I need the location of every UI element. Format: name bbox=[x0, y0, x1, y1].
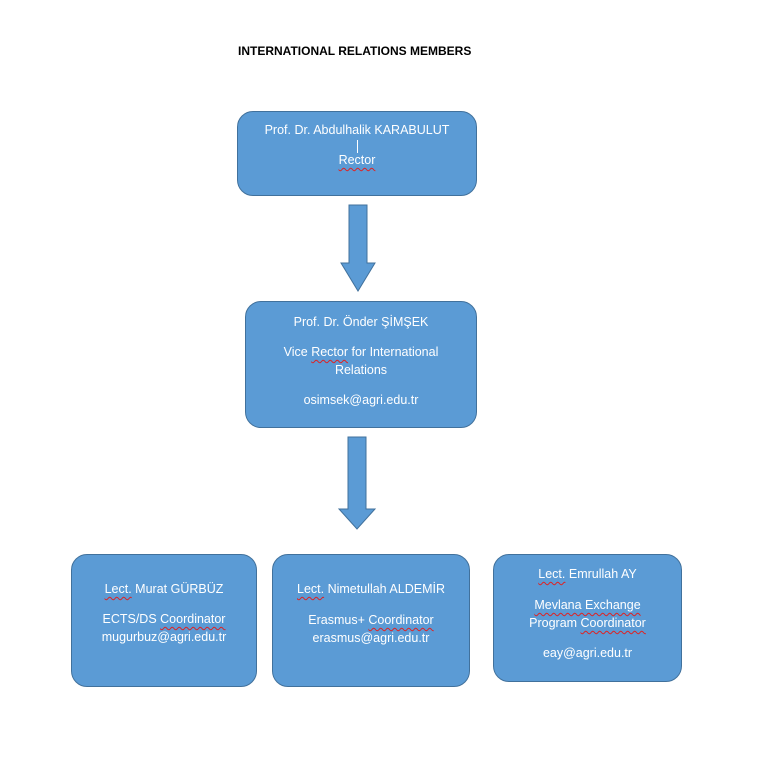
coordinator-title: Lect. bbox=[297, 582, 325, 596]
page-title: INTERNATIONAL RELATIONS MEMBERS bbox=[238, 44, 472, 58]
vice-rector-role-line2: Relations bbox=[334, 363, 388, 377]
coordinator-box-mevlana: Lect. Emrullah AY Mevlana Exchange Progr… bbox=[493, 554, 682, 682]
coordinator-role: Coordinator bbox=[580, 616, 646, 630]
coordinator-email: erasmus@agri.edu.tr bbox=[312, 631, 430, 645]
coordinator-title: Lect. bbox=[538, 567, 566, 581]
coordinator-name: Murat GÜRBÜZ bbox=[131, 582, 224, 596]
vice-rector-email: osimsek@agri.edu.tr bbox=[303, 393, 419, 407]
coordinator-box-erasmus: Lect. Nimetullah ALDEMİR Erasmus+ Coordi… bbox=[272, 554, 470, 687]
vice-rector-role-main: Rector bbox=[311, 345, 349, 359]
coordinator-title: Lect. bbox=[104, 582, 132, 596]
coordinator-email: mugurbuz@agri.edu.tr bbox=[101, 630, 227, 644]
vice-rector-box: Prof. Dr. Önder ŞİMŞEK Vice Rector for I… bbox=[245, 301, 477, 428]
coordinator-name: Emrullah AY bbox=[565, 567, 637, 581]
down-arrow-icon bbox=[337, 436, 377, 530]
text-cursor bbox=[357, 140, 358, 153]
coordinator-box-ects: Lect. Murat GÜRBÜZ ECTS/DS Coordinator m… bbox=[71, 554, 257, 687]
coordinator-name: Nimetullah ALDEMİR bbox=[324, 582, 445, 596]
rector-name: Prof. Dr. Abdulhalik KARABULUT bbox=[264, 123, 450, 137]
coordinator-role-line1: Mevlana Exchange bbox=[534, 598, 641, 612]
coordinator-role: Coordinator bbox=[368, 613, 434, 627]
rector-box: Prof. Dr. Abdulhalik KARABULUT Rector bbox=[237, 111, 477, 196]
down-arrow-icon bbox=[340, 204, 376, 292]
coordinator-email: eay@agri.edu.tr bbox=[542, 646, 633, 660]
coordinator-role: Coordinator bbox=[160, 612, 226, 626]
rector-role: Rector bbox=[338, 153, 376, 167]
vice-rector-name: Prof. Dr. Önder ŞİMŞEK bbox=[293, 315, 429, 329]
